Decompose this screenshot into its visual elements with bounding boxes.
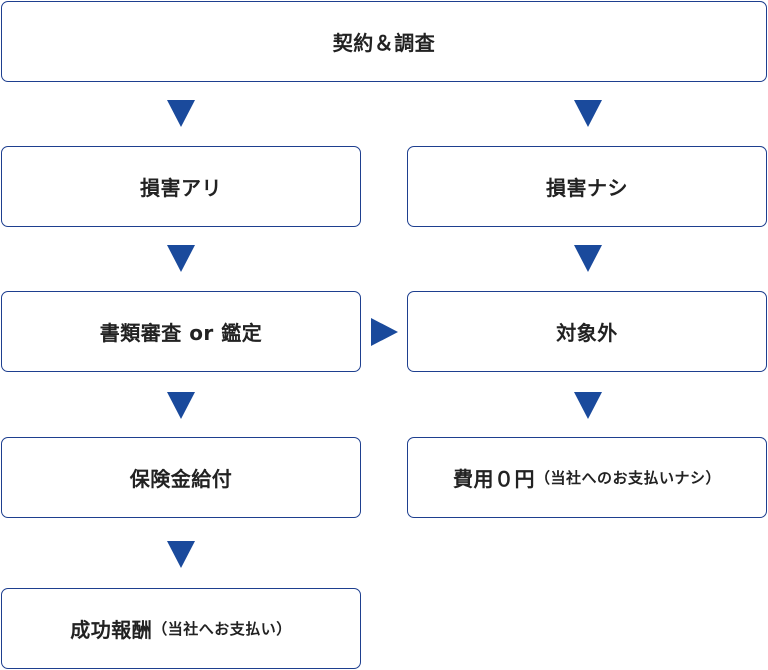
node-damage-no-label: 損害ナシ [546,176,628,200]
node-review: 書類審査 or 鑑定 [1,291,361,372]
node-review-label: 書類審査 or 鑑定 [99,321,263,345]
node-contract-label: 契約＆調査 [332,31,436,55]
arrow-down-icon [574,245,602,272]
node-payout: 保険金給付 [1,437,361,518]
node-fee-zero: 費用０円 （当社へのお支払いナシ） [407,437,767,518]
arrow-down-icon [574,100,602,127]
arrow-down-icon [574,392,602,419]
node-contract: 契約＆調査 [1,1,767,82]
node-damage-yes: 損害アリ [1,146,361,227]
node-payout-label: 保険金給付 [129,467,233,491]
node-fee-zero-note: （当社へのお支払いナシ） [534,469,721,487]
arrow-down-icon [167,245,195,272]
node-damage-yes-label: 損害アリ [140,176,222,200]
arrow-down-icon [167,100,195,127]
arrow-down-icon [167,392,195,419]
arrow-down-icon [167,541,195,568]
node-success-fee: 成功報酬 （当社へお支払い） [1,588,361,669]
node-success-fee-note: （当社へお支払い） [152,620,292,638]
arrow-right-icon [371,318,398,346]
node-fee-zero-label: 費用０円 [452,467,535,491]
node-not-covered-label: 対象外 [556,321,618,345]
node-not-covered: 対象外 [407,291,767,372]
node-success-fee-label: 成功報酬 [70,618,153,642]
node-damage-no: 損害ナシ [407,146,767,227]
